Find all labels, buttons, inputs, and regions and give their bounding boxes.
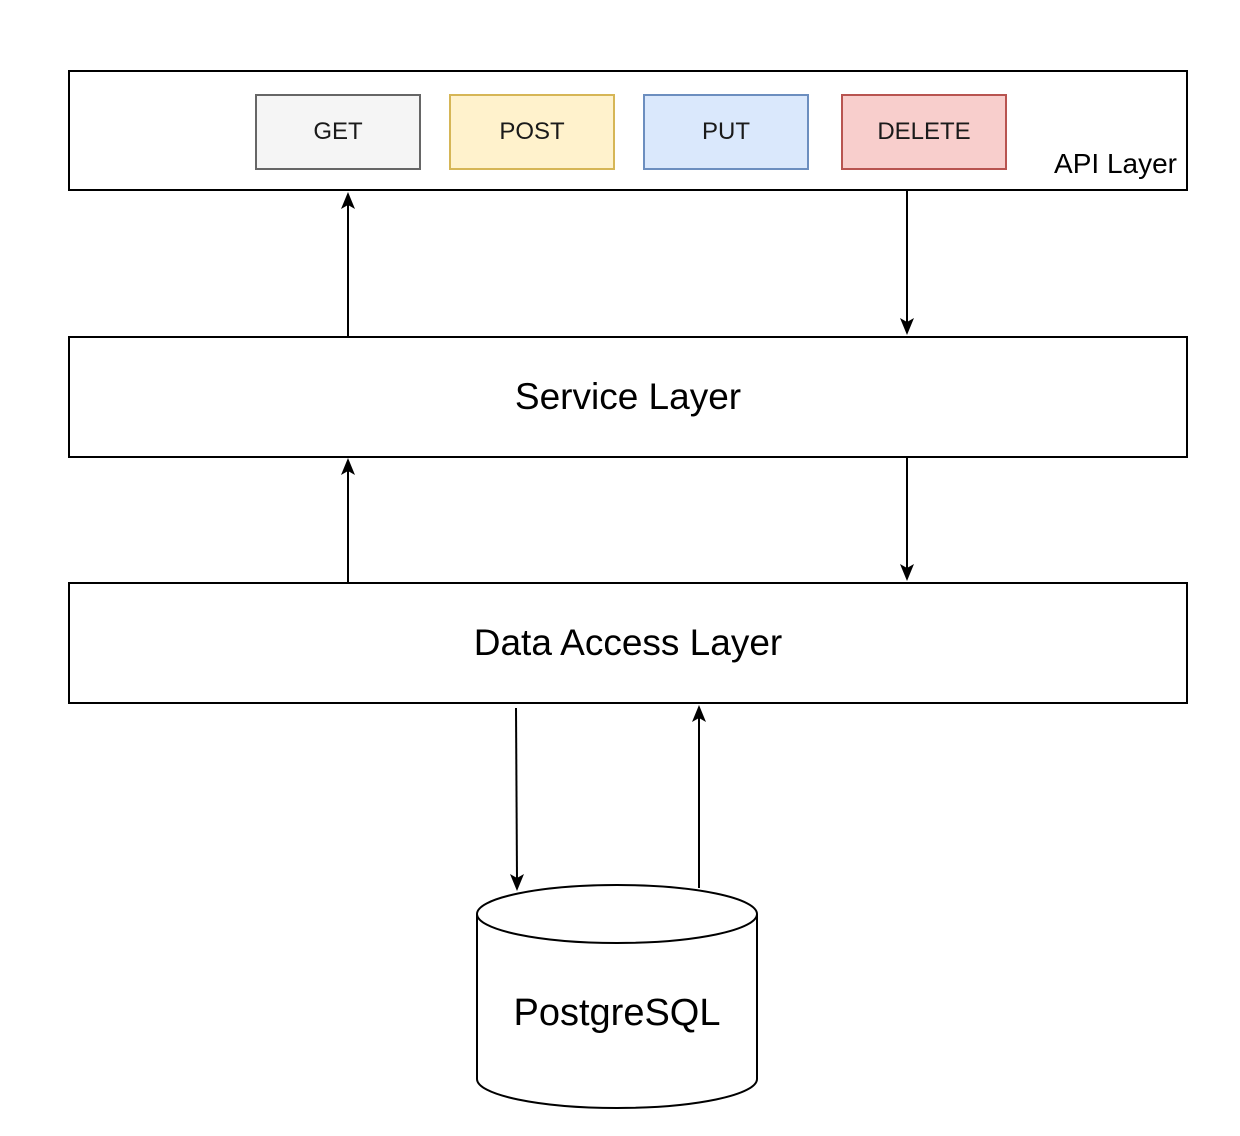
data-access-layer-box: Data Access Layer	[68, 582, 1188, 704]
post-method-button[interactable]: POST	[449, 94, 615, 170]
data-access-layer-label: Data Access Layer	[473, 622, 783, 663]
get-method-label: GET	[313, 118, 363, 145]
database-label: PostgreSQL	[513, 992, 721, 1034]
put-method-button[interactable]: PUT	[643, 94, 809, 170]
arrow-data-access-to-database	[510, 707, 524, 891]
put-method-label: PUT	[702, 118, 750, 145]
service-layer-box: Service Layer	[68, 336, 1188, 458]
post-method-label: POST	[499, 118, 565, 145]
arrow-data-access-to-service	[341, 458, 355, 582]
get-method-button[interactable]: GET	[255, 94, 421, 170]
api-layer-label: API Layer	[1054, 148, 1177, 179]
service-layer-label: Service Layer	[514, 376, 742, 417]
api-layer-box: GET POST PUT DELETE API Layer	[68, 70, 1188, 191]
arrow-service-to-data-access	[900, 458, 914, 581]
arrow-database-to-data-access	[692, 705, 706, 888]
delete-method-label: DELETE	[877, 118, 971, 145]
arrow-service-to-api	[341, 192, 355, 336]
arrow-api-to-service	[900, 191, 914, 335]
delete-method-button[interactable]: DELETE	[841, 94, 1007, 170]
